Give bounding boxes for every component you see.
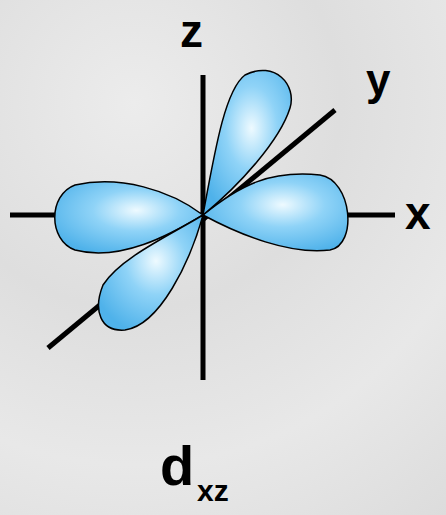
axis-label: z bbox=[180, 8, 203, 54]
orbital-name: d bbox=[160, 438, 194, 494]
axis-label: x bbox=[405, 190, 431, 236]
orbital-lobe bbox=[203, 70, 291, 215]
orbital-subscript: xz bbox=[197, 476, 229, 506]
orbital-lobe bbox=[99, 215, 203, 330]
z-axis bbox=[201, 75, 206, 380]
axis-label: y bbox=[366, 58, 390, 102]
